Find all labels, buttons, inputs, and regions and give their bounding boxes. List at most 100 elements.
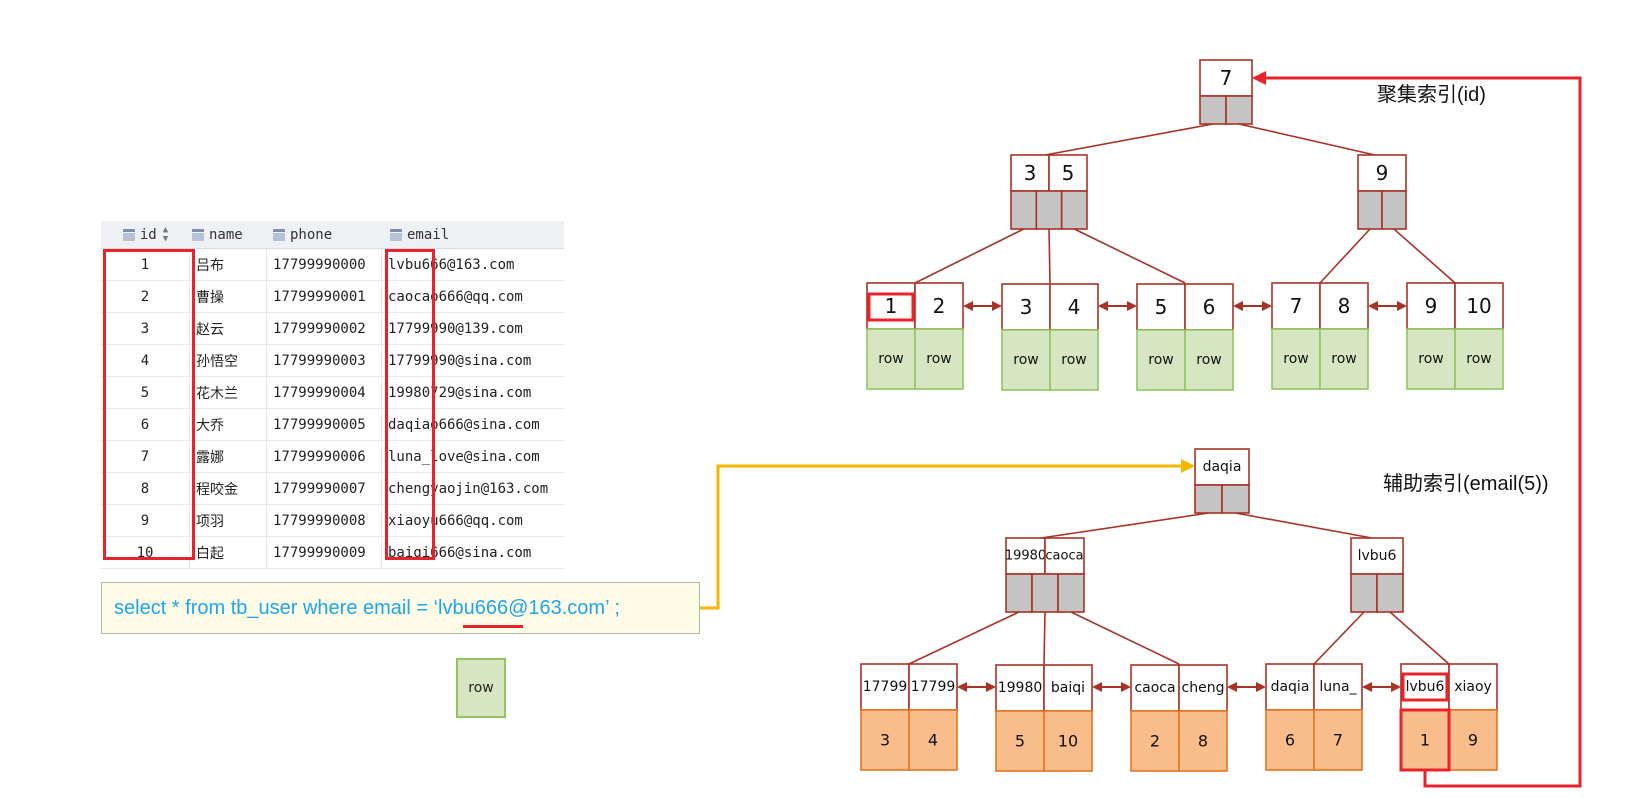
- clustered-node-key: 5: [1062, 161, 1075, 185]
- cell-id: 4: [101, 345, 190, 376]
- clustered-leaf-key: 8: [1338, 294, 1351, 318]
- clustered-leaf-key: 1: [885, 294, 898, 318]
- clustered-leaf-link-head-left: [1368, 301, 1378, 311]
- column-icon: [273, 228, 285, 241]
- clustered-edge: [1045, 123, 1214, 156]
- column-header-phone[interactable]: phone: [267, 221, 382, 248]
- secondary-node-key: lvbu6: [1358, 548, 1397, 564]
- column-icon: [390, 228, 402, 241]
- cell-email: lvbu666@163.com: [388, 256, 515, 273]
- secondary-leaf-data: 4: [928, 731, 938, 750]
- secondary-leaf-link-head-right: [986, 682, 996, 692]
- column-header-name[interactable]: name: [190, 221, 267, 248]
- lookup-arrow-head: [1252, 71, 1266, 85]
- clustered-leaf-data: row: [1148, 352, 1173, 368]
- secondary-node-pointer-cell: [1350, 573, 1378, 613]
- clustered-node-pointer-cell: [1357, 190, 1383, 230]
- column-key-icon: [122, 228, 135, 241]
- clustered-leaf-data: row: [878, 351, 903, 367]
- clustered-leaf-link-head-right: [1262, 301, 1272, 311]
- cell-email: xiaoyu666@qq.com: [388, 512, 523, 529]
- secondary-leaf-key: caoca: [1134, 680, 1175, 696]
- cell-phone: 17799990005: [267, 409, 382, 440]
- clustered-node-pointer-cell: [1381, 190, 1407, 230]
- cell-email: chengyaojin@163.com: [388, 480, 549, 497]
- table-header: id ▲▼ name phone email: [101, 221, 564, 249]
- sort-icon[interactable]: ▲▼: [162, 224, 169, 244]
- clustered-edge: [1238, 123, 1375, 156]
- secondary-leaf-link-head-right: [1121, 682, 1131, 692]
- clustered-leaf-key: 7: [1290, 294, 1303, 318]
- clustered-node-key-cell: [1357, 154, 1407, 192]
- secondary-edge: [1235, 512, 1372, 539]
- secondary-root-pointer-cell: [1194, 484, 1223, 514]
- clustered-leaf-key: 9: [1425, 294, 1438, 318]
- clustered-node-key: 3: [1024, 161, 1037, 185]
- clustered-node-pointer-cell: [1010, 190, 1038, 230]
- secondary-leaf-data: 9: [1468, 731, 1478, 750]
- cell-name: 程咬金: [190, 473, 267, 504]
- cell-phone: 17799990006: [267, 441, 382, 472]
- secondary-leaf-key: 17799: [911, 679, 956, 695]
- clustered-leaf-link-head-right: [1127, 301, 1137, 311]
- clustered-leaf-key: 5: [1155, 295, 1168, 319]
- clustered-node-pointer-cell: [1035, 190, 1063, 230]
- secondary-leaf-key: cheng: [1182, 680, 1225, 696]
- clustered-node-key: 9: [1376, 161, 1389, 185]
- sql-query-box: select * from tb_user where email = ‘lvb…: [101, 582, 700, 634]
- cell-phone: 17799990007: [267, 473, 382, 504]
- clustered-leaf-data-cell: [1319, 328, 1369, 390]
- cell-id: 7: [101, 441, 190, 472]
- secondary-leaf-key: 17799: [863, 679, 908, 695]
- secondary-leaf-data-cell: [1265, 709, 1315, 771]
- secondary-leaf-key-cell: [1178, 664, 1228, 712]
- secondary-edge: [1070, 611, 1180, 665]
- column-icon: [192, 228, 204, 241]
- clustered-leaf-data: row: [1013, 352, 1038, 368]
- secondary-root-key-cell: [1194, 448, 1250, 486]
- secondary-node-key-cell: [1350, 537, 1404, 575]
- cell-id: 1: [101, 249, 190, 280]
- secondary-leaf-key-cell: [1313, 663, 1363, 711]
- cell-phone: 17799990009: [267, 537, 382, 568]
- column-header-email[interactable]: email: [382, 221, 564, 248]
- cell-phone: 17799990004: [267, 377, 382, 408]
- secondary-leaf-link-head-left: [1362, 682, 1372, 692]
- secondary-leaf-link-head-left: [1227, 682, 1237, 692]
- secondary-leaf-data: 10: [1058, 732, 1078, 751]
- clustered-leaf-data-cell: [914, 328, 964, 390]
- secondary-leaf-data: 1: [1420, 731, 1430, 750]
- clustered-node-key-cell: [1048, 154, 1088, 192]
- cell-id: 6: [101, 409, 190, 440]
- cell-name: 白起: [190, 537, 267, 568]
- secondary-leaf-key: luna_: [1319, 679, 1357, 695]
- secondary-leaf-key-cell: [1448, 663, 1498, 711]
- cell-id: 5: [101, 377, 190, 408]
- clustered-leaf-key-cell: [1406, 282, 1456, 330]
- cell-phone: 17799990001: [267, 281, 382, 312]
- cell-email: daqiao666@sina.com: [388, 416, 540, 433]
- id-column-highlight: [103, 249, 195, 560]
- clustered-edge: [914, 228, 1025, 284]
- clustered-edge: [1048, 228, 1051, 284]
- cell-id: 9: [101, 505, 190, 536]
- secondary-root-pointer-cell: [1221, 484, 1250, 514]
- query-arrow-head: [1181, 459, 1195, 473]
- clustered-leaf-data: row: [1418, 351, 1443, 367]
- cell-name: 花木兰: [190, 377, 267, 408]
- column-header-id[interactable]: id ▲▼: [101, 221, 190, 248]
- clustered-node-pointer-cell: [1060, 190, 1088, 230]
- clustered-leaf-data: row: [1061, 352, 1086, 368]
